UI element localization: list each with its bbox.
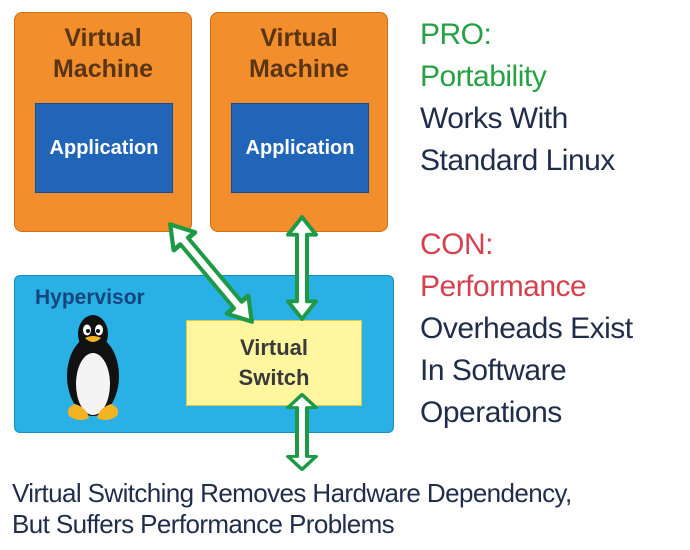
application-right: Application <box>231 103 369 193</box>
application-left: Application <box>35 103 173 193</box>
hypervisor-label: Hypervisor <box>35 286 145 309</box>
linux-penguin-icon <box>67 315 119 421</box>
virtual-machine-right: Virtual Machine Application <box>210 12 388 232</box>
virtual-switch-box: Virtual Switch <box>186 320 362 406</box>
con-line1: Overheads Exist <box>420 312 633 345</box>
vm-right-title-line1: Virtual <box>260 24 338 52</box>
arrow-vm-right-to-switch <box>286 215 318 321</box>
hypervisor-box: Hypervisor Virtual Switch <box>14 275 394 433</box>
pro-line2: Standard Linux <box>420 144 615 177</box>
arrow-switch-to-network <box>286 392 318 472</box>
con-title: Performance <box>420 270 587 303</box>
vm-left-title: Virtual Machine <box>15 23 191 85</box>
virtual-switch-line2: Switch <box>238 365 310 390</box>
vm-right-title: Virtual Machine <box>211 23 387 85</box>
con-heading: CON: <box>420 228 494 261</box>
vm-left-title-line1: Virtual <box>64 24 142 52</box>
diagram-caption: Virtual Switching Removes Hardware Depen… <box>12 478 572 540</box>
arrow-vm-left-to-switch <box>159 215 262 330</box>
caption-line2: But Suffers Performance Problems <box>12 509 395 539</box>
virtual-machine-left: Virtual Machine Application <box>14 12 192 232</box>
pro-title: Portability <box>420 60 547 93</box>
con-line3: Operations <box>420 396 562 429</box>
con-line2: In Software <box>420 354 567 387</box>
vm-left-title-line2: Machine <box>52 55 154 83</box>
virtual-switch-line1: Virtual <box>239 335 309 360</box>
pro-heading: PRO: <box>420 18 492 51</box>
pro-line1: Works With <box>420 102 568 135</box>
caption-line1: Virtual Switching Removes Hardware Depen… <box>12 478 572 508</box>
vm-right-title-line2: Machine <box>248 55 350 83</box>
